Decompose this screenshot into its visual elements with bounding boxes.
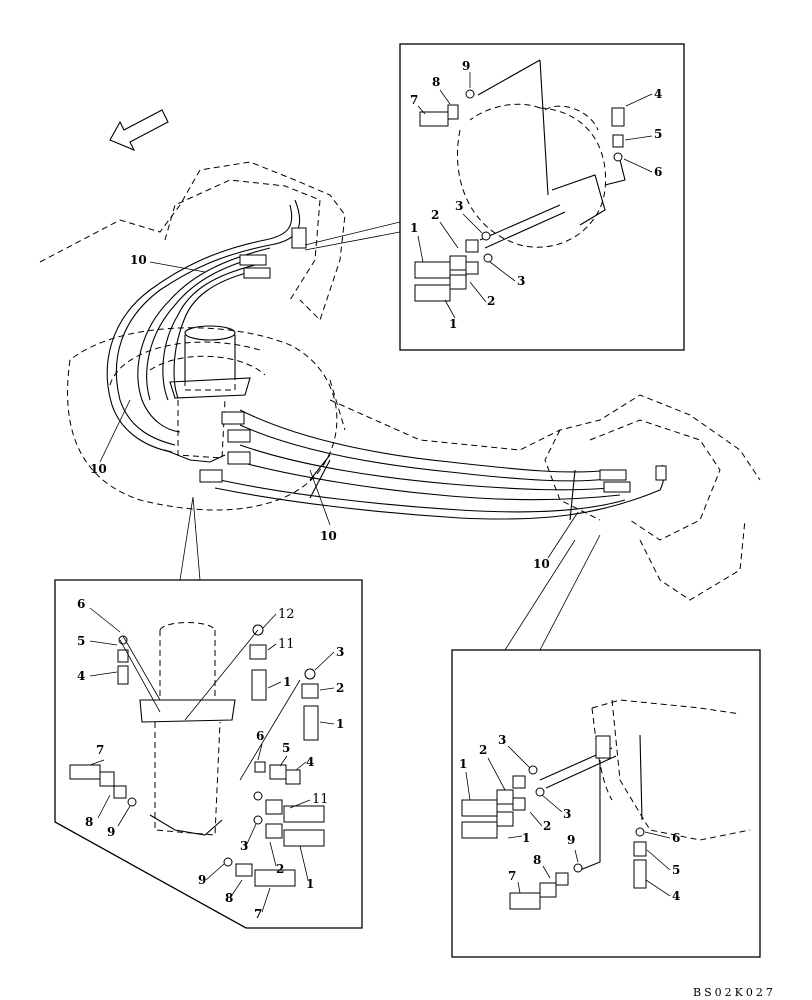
callout-5: 5: [77, 634, 85, 648]
callout-9: 9: [462, 59, 470, 73]
callout-5: 5: [654, 127, 662, 141]
callout-1: 1: [449, 317, 457, 331]
drawing-code: BS02K027: [693, 986, 776, 999]
callout-3: 3: [517, 274, 525, 288]
detail-bottom-right-drawing: [461, 699, 751, 910]
callout-4: 4: [77, 669, 85, 683]
callout-2: 2: [336, 681, 344, 695]
callout-7: 7: [254, 907, 262, 921]
callout-7: 7: [508, 869, 516, 883]
detail-box-bottom-right: [451, 649, 761, 958]
callout-1: 1: [283, 675, 291, 689]
callout-9: 9: [567, 833, 575, 847]
detail-bottom-right-labels: 3 2 1 3 2 1 9 8 7 6 5 4: [459, 733, 680, 903]
callout-3: 3: [455, 199, 463, 213]
callout-4: 4: [654, 87, 662, 101]
callout-8: 8: [533, 853, 541, 867]
swivel-joint: [164, 325, 251, 463]
callout-8: 8: [85, 815, 93, 829]
callout-9: 9: [107, 825, 115, 839]
callout-2: 2: [276, 862, 284, 876]
callout-6: 6: [654, 165, 662, 179]
callout-10: 10: [130, 253, 147, 267]
callout-7: 7: [96, 743, 104, 757]
main-view-outline: [39, 161, 761, 601]
detail-box-top-right: [399, 43, 685, 351]
callout-8: 8: [432, 75, 440, 89]
callout-3: 3: [336, 645, 344, 659]
callout-1: 1: [306, 877, 314, 891]
direction-arrow-icon: [109, 109, 169, 152]
callout-4: 4: [306, 755, 314, 769]
callout-2: 2: [487, 294, 495, 308]
callout-11: 11: [312, 792, 329, 807]
callout-6: 6: [77, 597, 85, 611]
callout-1: 1: [459, 757, 467, 771]
callout-12: 12: [278, 607, 295, 622]
callout-1: 1: [410, 221, 418, 235]
callout-10: 10: [90, 462, 107, 476]
callout-9: 9: [198, 873, 206, 887]
callout-10: 10: [320, 529, 337, 543]
hose-bundle: [106, 199, 665, 521]
callout-3: 3: [563, 807, 571, 821]
detail-bottom-left-drawing: [69, 622, 325, 887]
callout-4: 4: [672, 889, 680, 903]
detail-bottom-left-labels: 6 5 4 12 11 3 2 1 1 7 8 9 6 5 4 11 3 2 1…: [77, 597, 344, 921]
callout-3: 3: [240, 839, 248, 853]
callout-5: 5: [672, 863, 680, 877]
callout-5: 5: [282, 741, 290, 755]
detail-box-bottom-left: [54, 579, 363, 929]
callout-1: 1: [336, 717, 344, 731]
detail-leaders: [179, 221, 601, 651]
fittings-main: [199, 227, 667, 493]
callout-6: 6: [256, 729, 264, 743]
callout-2: 2: [543, 819, 551, 833]
callout-2: 2: [479, 743, 487, 757]
callout-10: 10: [533, 557, 550, 571]
detail-top-right-drawing: [414, 59, 626, 302]
callout-11: 11: [278, 637, 295, 652]
callout-8: 8: [225, 891, 233, 905]
callout-3: 3: [498, 733, 506, 747]
detail-top-right-labels: 9 8 7 4 5 6 3 2 1 3 2 1: [410, 59, 662, 331]
callout-1: 1: [522, 831, 530, 845]
callout-2: 2: [431, 208, 439, 222]
callout-6: 6: [672, 831, 680, 845]
callout-7: 7: [410, 93, 418, 107]
